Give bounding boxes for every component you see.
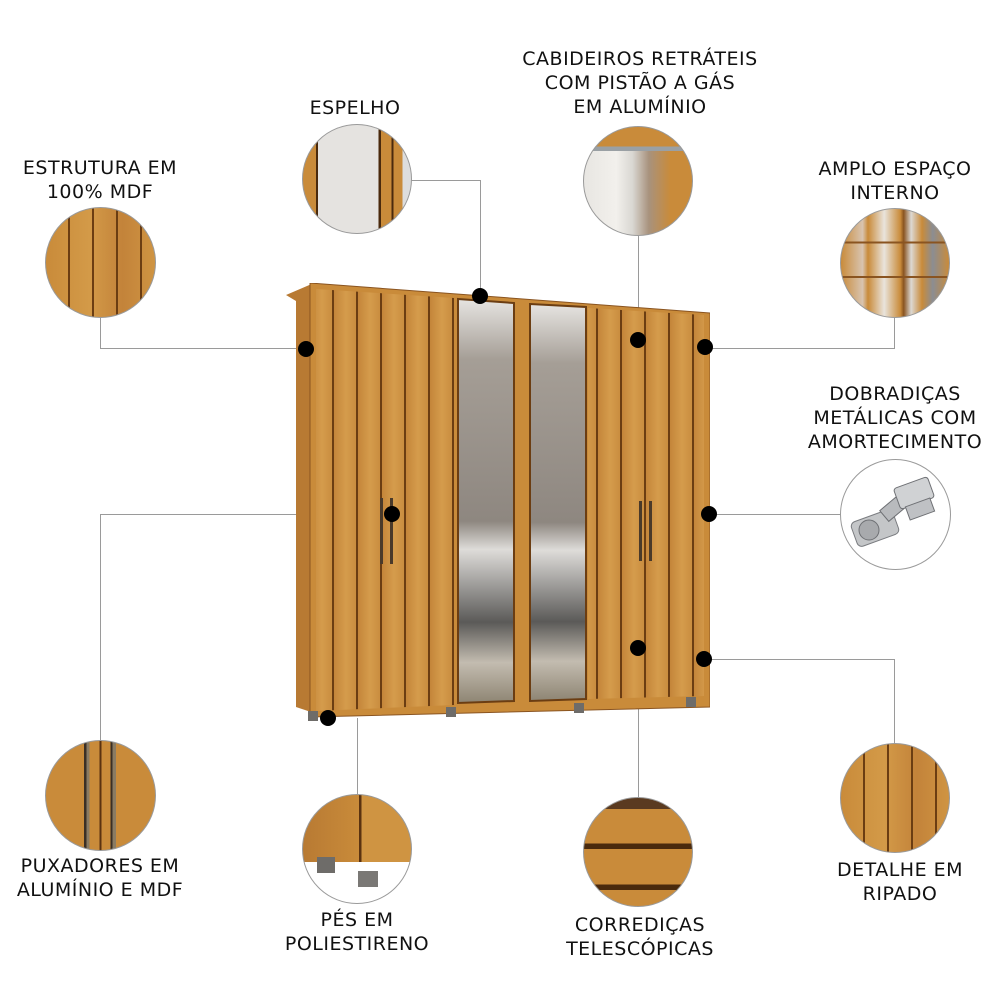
leader-line-amplo-h bbox=[705, 348, 895, 349]
leader-line-amplo-v bbox=[894, 318, 895, 348]
marker-dot-pes[interactable] bbox=[320, 710, 336, 726]
marker-dot-estrutura[interactable] bbox=[298, 341, 314, 357]
feature-image-amplo bbox=[840, 208, 950, 318]
feature-image-dobradicas bbox=[840, 459, 951, 570]
marker-dot-ripado[interactable] bbox=[696, 651, 712, 667]
marker-dot-amplo[interactable] bbox=[697, 339, 713, 355]
leader-line-puxadores-h bbox=[100, 514, 392, 515]
wardrobe-illustration bbox=[286, 283, 710, 721]
feature-label-dobradicas: DOBRADIÇAS METÁLICAS COM AMORTECIMENTO bbox=[807, 383, 983, 453]
leader-line-estrutura-v bbox=[100, 318, 101, 349]
leader-line-dobradicas-h bbox=[710, 514, 842, 515]
leader-line-espelho-h bbox=[410, 180, 480, 181]
feature-image-ripado bbox=[840, 743, 950, 853]
feature-image-pes bbox=[302, 794, 412, 904]
leader-line-espelho-v bbox=[480, 180, 481, 296]
feature-label-ripado: DETALHE EM RIPADO bbox=[836, 859, 964, 905]
marker-dot-dobradicas[interactable] bbox=[701, 506, 717, 522]
feature-label-puxadores: PUXADORES EM ALUMÍNIO E MDF bbox=[16, 855, 184, 901]
feature-label-cabideiros: CABIDEIROS RETRÁTEIS COM PISTÃO A GÁS EM… bbox=[522, 48, 758, 118]
hinge-icon bbox=[850, 476, 936, 547]
leader-line-estrutura-h bbox=[100, 348, 306, 349]
marker-dot-puxadores[interactable] bbox=[384, 506, 400, 522]
feature-label-amplo: AMPLO ESPAÇO INTERNO bbox=[818, 158, 972, 204]
marker-dot-corredicas[interactable] bbox=[630, 640, 646, 656]
leader-line-corredicas-v bbox=[638, 648, 639, 798]
feature-label-estrutura: ESTRUTURA EM 100% MDF bbox=[22, 157, 178, 203]
marker-dot-espelho[interactable] bbox=[472, 288, 488, 304]
foot-shape bbox=[358, 871, 378, 887]
feature-image-corredicas bbox=[583, 797, 693, 907]
feature-image-espelho bbox=[302, 124, 412, 234]
leader-line-cabideiros-v bbox=[638, 236, 639, 340]
feature-image-puxadores bbox=[45, 740, 156, 851]
feature-image-estrutura bbox=[45, 207, 156, 318]
leader-line-ripado-v bbox=[894, 659, 895, 743]
feature-image-cabideiros bbox=[583, 126, 693, 236]
leader-line-pes-v bbox=[357, 718, 358, 800]
leader-line-puxadores-v bbox=[100, 514, 101, 740]
leader-line-ripado-h bbox=[704, 659, 894, 660]
foot-shape bbox=[317, 857, 335, 873]
feature-label-espelho: ESPELHO bbox=[309, 97, 401, 119]
feature-label-pes: PÉS EM POLIESTIRENO bbox=[284, 909, 430, 955]
marker-dot-cabideiros[interactable] bbox=[630, 332, 646, 348]
feature-label-corredicas: CORREDIÇAS TELESCÓPICAS bbox=[566, 914, 714, 960]
wardrobe-product-image bbox=[286, 283, 710, 723]
